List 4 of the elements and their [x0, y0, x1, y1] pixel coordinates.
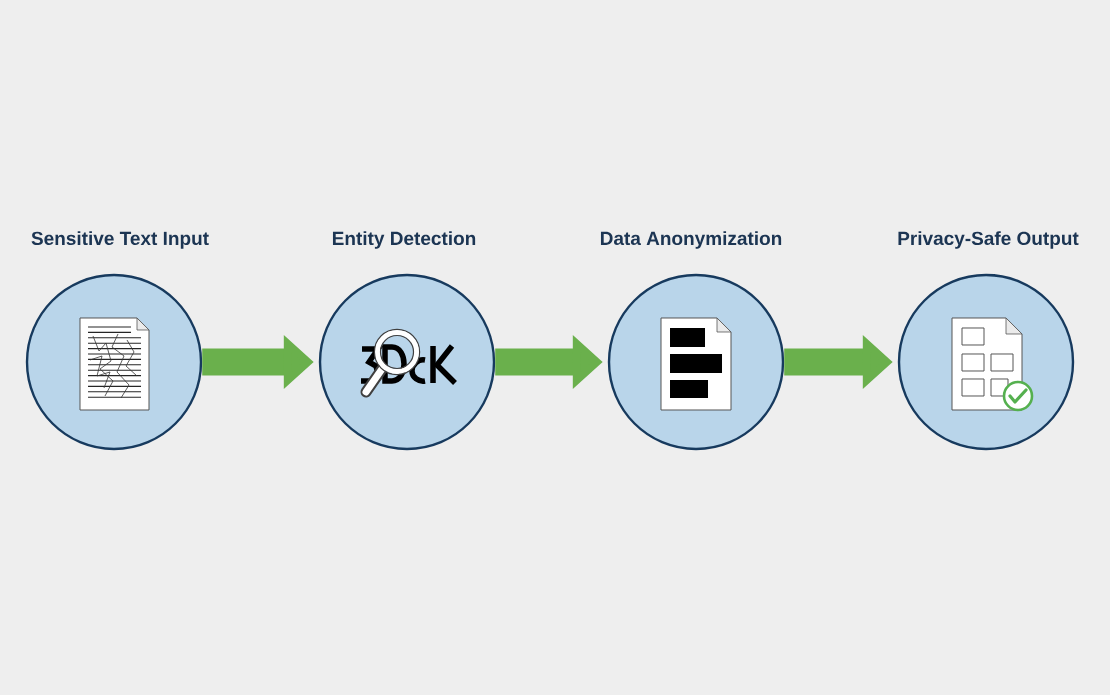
step-heading: Entity Detection: [332, 231, 476, 249]
step-heading: Sensitive Text Input: [31, 231, 209, 249]
step-heading: Privacy-Safe Output: [898, 231, 1079, 249]
step-heading: Data Anonymization: [600, 231, 782, 249]
